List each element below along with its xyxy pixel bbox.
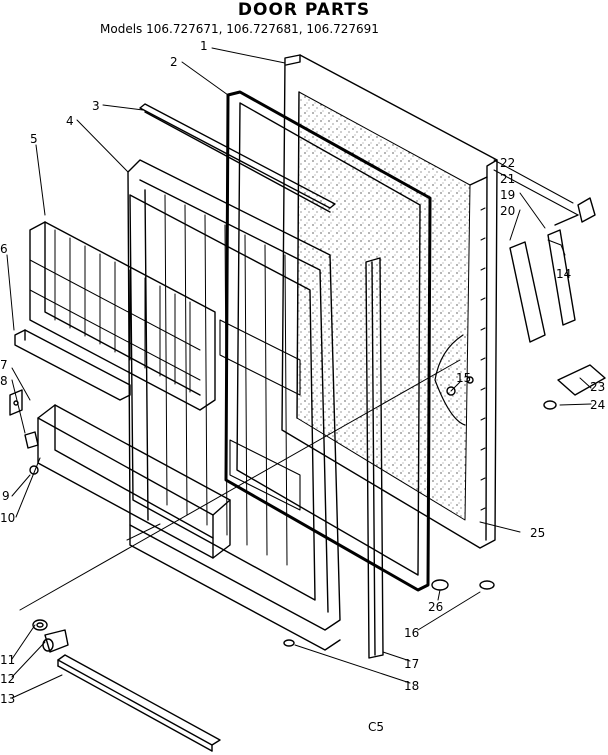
models-label: Models 106.727671, 106.727681, 106.72769…	[100, 22, 379, 36]
callout-22: 22	[500, 156, 515, 170]
callout-13: 13	[0, 692, 15, 706]
callout-18: 18	[404, 679, 419, 693]
callout-20: 20	[500, 204, 515, 218]
callout-17: 17	[404, 657, 419, 671]
upper-hinge-assembly	[509, 197, 596, 343]
hinge-bushing	[42, 629, 69, 653]
callout-labels: 1 2 3 4 5 6 7 8 9 10 11 12 13 14 15 16 1…	[0, 39, 605, 734]
callout-4: 4	[66, 114, 74, 128]
door-outer-panel	[281, 54, 498, 549]
callout-25: 25	[530, 526, 545, 540]
lower-hinge-pin	[479, 580, 495, 590]
callout-14: 14	[556, 267, 571, 281]
hinge-washer	[32, 619, 48, 631]
callout-3: 3	[92, 99, 100, 113]
callout-10: 10	[0, 511, 15, 525]
callout-11: 11	[0, 653, 15, 667]
breaker-strip	[365, 257, 384, 659]
callout-leader-lines	[6, 47, 592, 699]
top-trim-strip	[139, 103, 336, 213]
callout-7: 7	[0, 358, 8, 372]
callout-5: 5	[30, 132, 38, 146]
door-inner-liner	[127, 159, 341, 651]
door-gasket	[224, 90, 432, 592]
door-bin	[37, 404, 231, 559]
shelf-front-bar	[14, 329, 131, 401]
callout-1: 1	[200, 39, 208, 53]
bottom-trim-bar	[57, 654, 221, 752]
callout-15: 15	[456, 371, 471, 385]
callout-21: 21	[500, 172, 515, 186]
page-code: C5	[368, 720, 384, 734]
bin-clip	[24, 431, 39, 449]
callout-19: 19	[500, 188, 515, 202]
mounting-screw	[283, 639, 295, 647]
callout-8: 8	[0, 374, 8, 388]
callout-16: 16	[404, 626, 419, 640]
door-handle	[543, 364, 606, 410]
callout-9: 9	[2, 489, 10, 503]
door-shelf-rack	[29, 221, 216, 411]
handle-screw	[446, 386, 456, 396]
bin-bracket	[9, 389, 23, 416]
diagram-title: DOOR PARTS	[237, 0, 371, 20]
lower-hinge-washer	[431, 579, 449, 591]
callout-23: 23	[590, 380, 605, 394]
callout-24: 24	[590, 398, 605, 412]
callout-26: 26	[428, 600, 443, 614]
callout-12: 12	[0, 672, 15, 686]
callout-2: 2	[170, 55, 178, 69]
callout-6: 6	[0, 242, 8, 256]
